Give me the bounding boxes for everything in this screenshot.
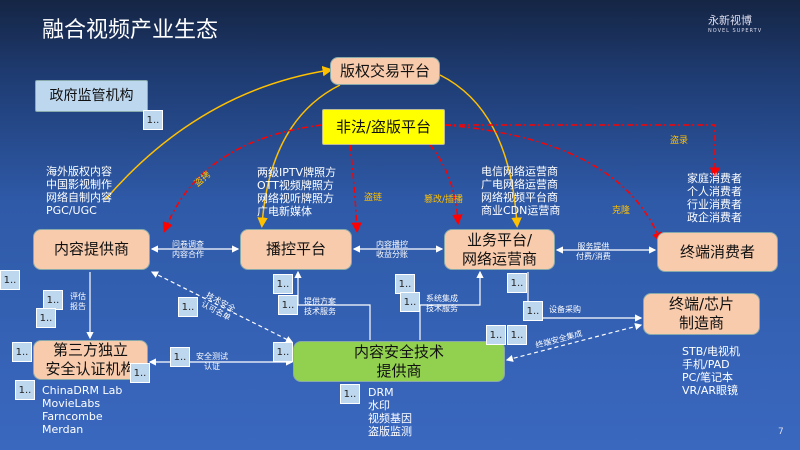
consumer-node[interactable]: 终端消费者 xyxy=(657,232,778,272)
link-cp-broadcast: 问卷调查 内容合作 xyxy=(172,240,204,259)
piracy-record-label: 盗录 xyxy=(670,136,689,146)
consumer-list: 家庭消费者 个人消费者 行业消费者 政企消费者 xyxy=(687,172,742,224)
security-tech-node[interactable]: 内容安全技术 提供商 xyxy=(293,341,505,382)
operator-list: 电信网络运营商 广电网络运营商 网络视频平台商 商业CDN运营商 xyxy=(481,165,561,217)
link-broadcast-operator: 内容播控 收益分账 xyxy=(376,240,408,259)
copyright-flows xyxy=(104,65,522,228)
third-party-cert-node[interactable]: 第三方独立 安全认证机构 xyxy=(33,340,148,380)
device-list: STB/电视机 手机/PAD PC/笔记本 VR/AR眼镜 xyxy=(682,345,740,397)
government-node[interactable]: 政府监管机构 xyxy=(35,80,148,112)
third-party-list: ChinaDRM Lab MovieLabs Farncombe Merdan xyxy=(42,384,123,436)
illegal-platform-node[interactable]: 非法/盗版平台 xyxy=(322,109,445,145)
link-eval-report: 评估 报告 xyxy=(70,292,86,311)
placeholder-chip[interactable]: 1.. xyxy=(273,274,293,294)
link-security-test: 安全测试 认证 xyxy=(196,352,228,371)
broadcast-list: 两级IPTV牌照方 OTT视频牌照方 网络视听牌照方 广电新媒体 xyxy=(257,166,337,218)
placeholder-chip[interactable]: 1.. xyxy=(340,384,360,404)
content-provider-node[interactable]: 内容提供商 xyxy=(33,229,150,270)
device-maker-node[interactable]: 终端/芯片 制造商 xyxy=(643,293,760,335)
placeholder-chip[interactable]: 1.. xyxy=(178,297,198,317)
page-number: 7 xyxy=(778,427,784,437)
link-purchase: 设备采购 xyxy=(549,305,581,314)
placeholder-chip[interactable]: 1.. xyxy=(507,325,527,345)
placeholder-chip[interactable]: 1.. xyxy=(143,110,163,130)
page-title: 融合视频产业生态 xyxy=(42,18,219,43)
placeholder-chip[interactable]: 1.. xyxy=(523,301,543,321)
placeholder-chip[interactable]: 1.. xyxy=(12,342,32,362)
placeholder-chip[interactable]: 1.. xyxy=(507,273,527,293)
copyright-platform-node[interactable]: 版权交易平台 xyxy=(330,57,440,85)
piracy-flows xyxy=(162,124,721,243)
link-solution: 提供方案 技术服务 xyxy=(304,297,336,316)
content-provider-list: 海外版权内容 中国影视制作 网络自制内容 PGC/UGC xyxy=(46,165,112,217)
placeholder-chip[interactable]: 1.. xyxy=(15,380,35,400)
security-list: DRM 水印 视频基因 盗版监测 xyxy=(368,386,412,438)
placeholder-chip[interactable]: 1.. xyxy=(0,270,20,290)
placeholder-chip[interactable]: 1.. xyxy=(170,347,190,367)
placeholder-chip[interactable]: 1.. xyxy=(36,308,56,328)
placeholder-chip[interactable]: 1.. xyxy=(395,274,415,294)
placeholder-chip[interactable]: 1.. xyxy=(273,342,293,362)
placeholder-chip[interactable]: 1.. xyxy=(278,295,298,315)
placeholder-chip[interactable]: 1.. xyxy=(130,363,150,383)
operator-node[interactable]: 业务平台/ 网络运营商 xyxy=(444,229,555,270)
placeholder-chip[interactable]: 1.. xyxy=(400,292,420,312)
broadcast-control-node[interactable]: 播控平台 xyxy=(240,229,352,270)
piracy-leech-label: 盗链 xyxy=(364,193,383,203)
placeholder-chip[interactable]: 1.. xyxy=(486,325,506,345)
placeholder-chip[interactable]: 1.. xyxy=(43,290,63,310)
link-integration: 系统集成 技术服务 xyxy=(426,294,458,313)
piracy-tamper-label: 篡改/插播 xyxy=(424,195,464,205)
piracy-clone-label: 克隆 xyxy=(612,206,631,216)
link-operator-consumer: 服务提供 付费/消费 xyxy=(576,242,611,261)
